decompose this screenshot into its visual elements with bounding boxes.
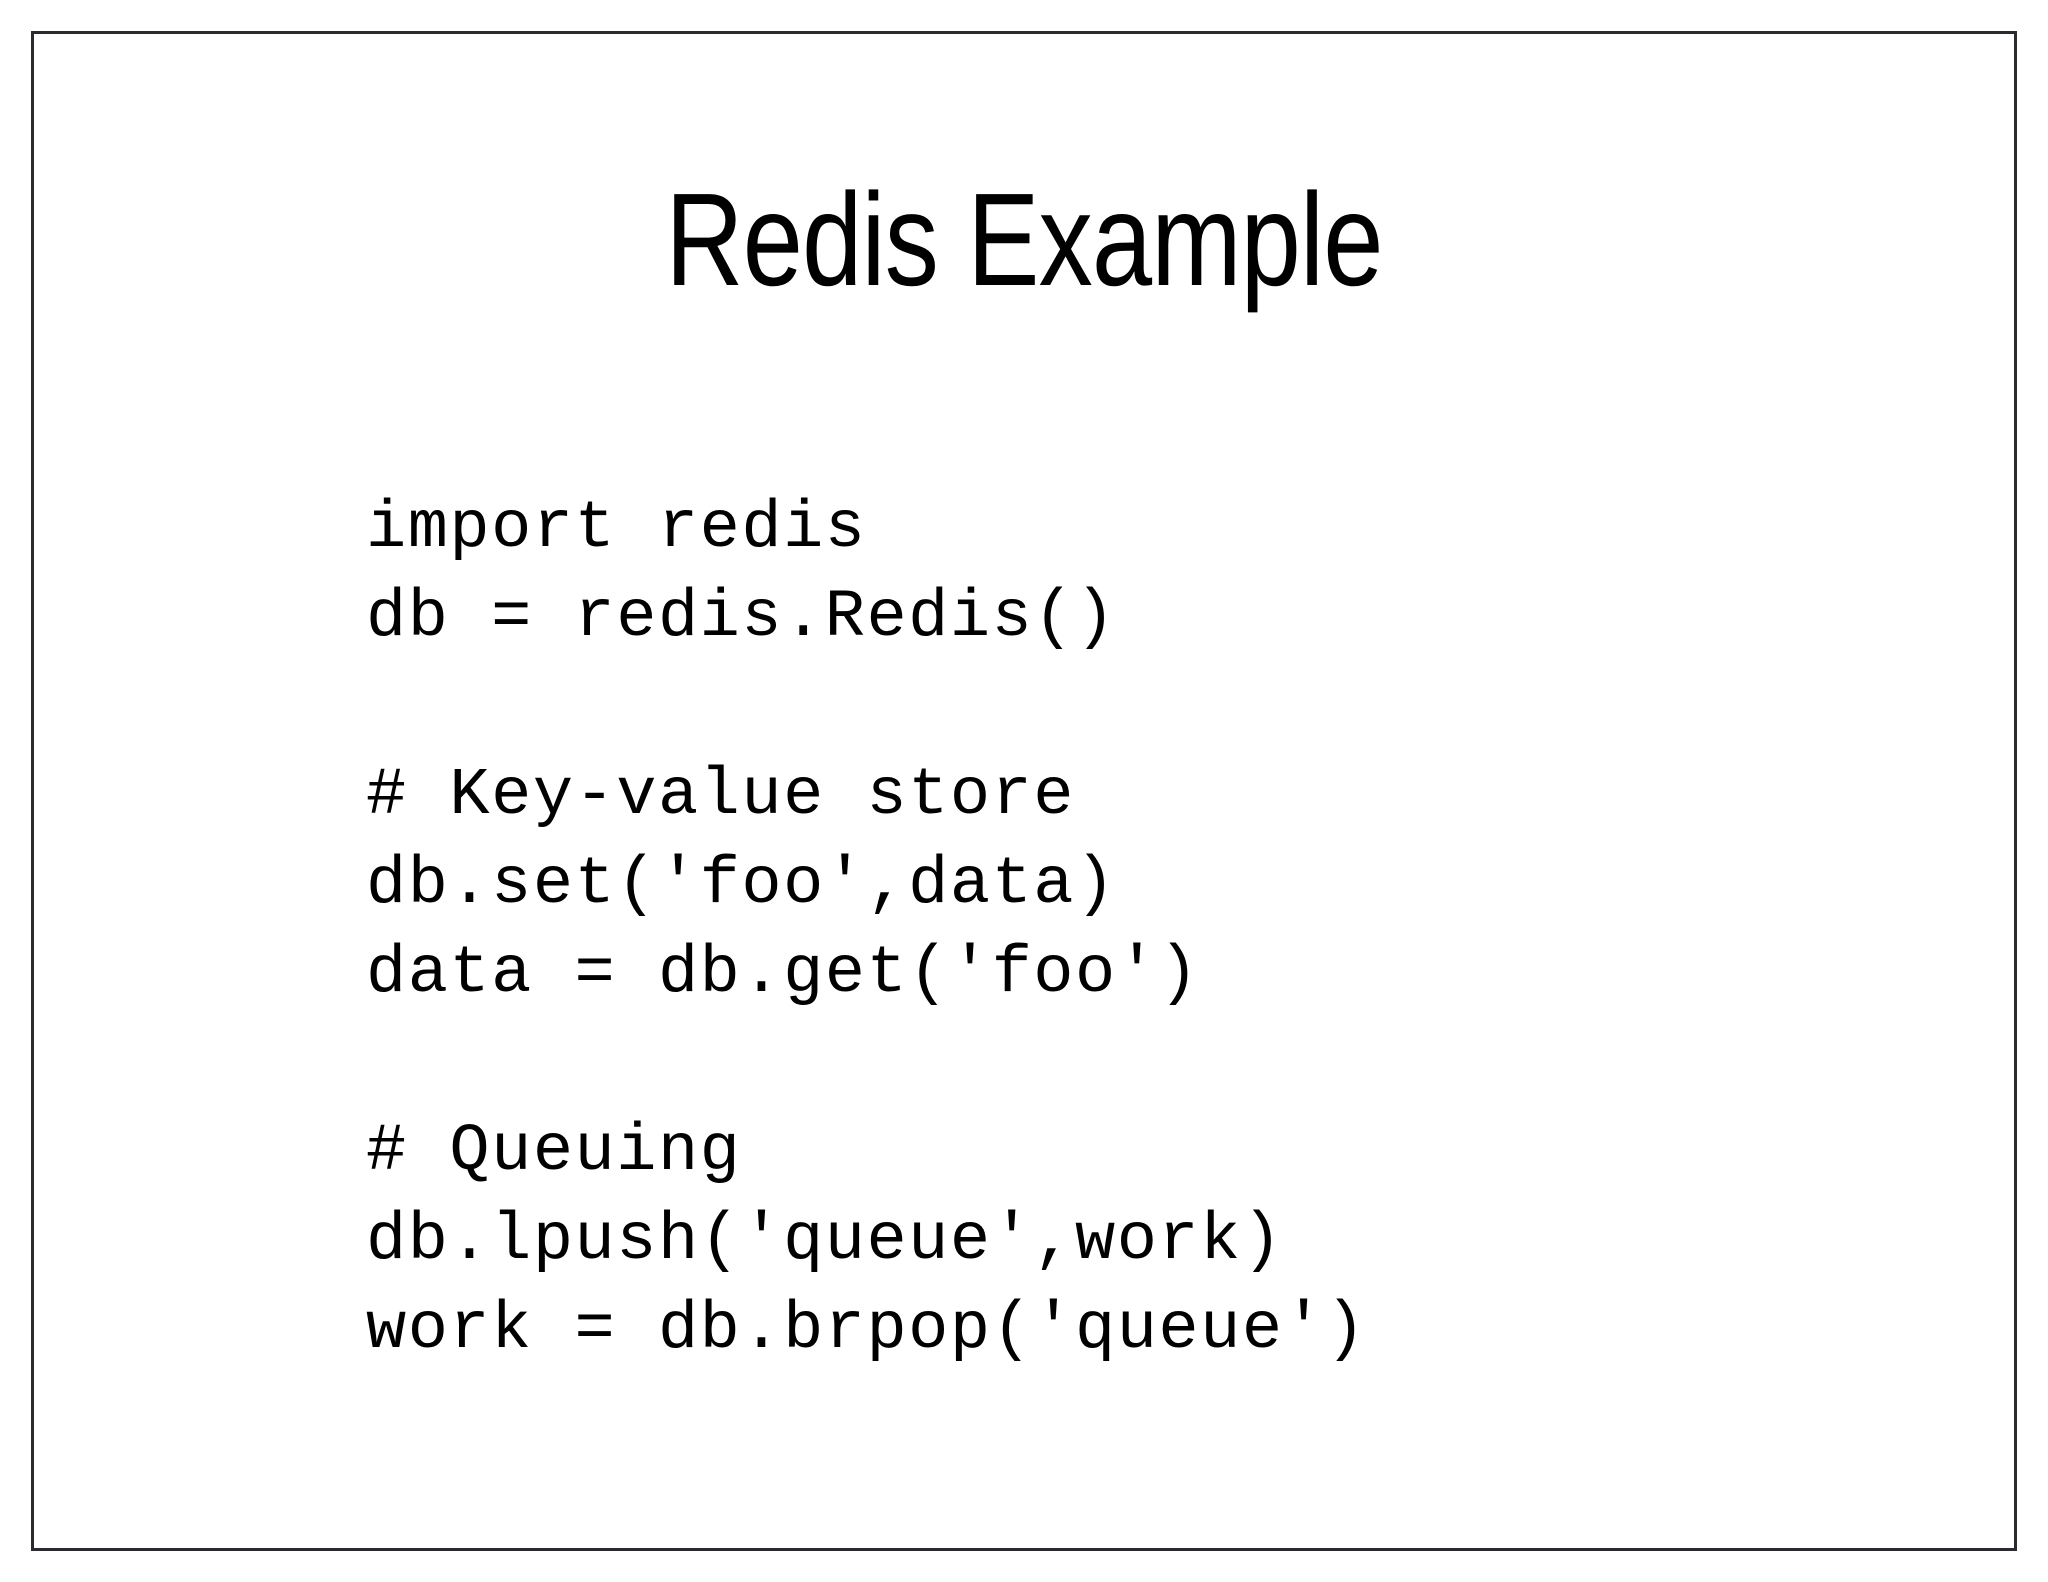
code-line: db = redis.Redis() <box>366 580 1117 656</box>
code-line-blank <box>366 663 1367 752</box>
code-block: import redis db = redis.Redis() # Key-valu… <box>366 485 1367 1375</box>
code-line: db.lpush('queue',work) <box>366 1203 1284 1279</box>
code-line-comment: # Key-value store <box>366 758 1076 834</box>
code-line: work = db.brpop('queue') <box>366 1292 1367 1368</box>
code-line: data = db.get('foo') <box>366 936 1201 1012</box>
code-line-comment: # Queuing <box>366 1114 742 1190</box>
page-title: Redis Example <box>665 166 1383 314</box>
code-line: db.set('foo',data) <box>366 847 1117 923</box>
code-line: import redis <box>366 491 867 567</box>
code-line-blank <box>366 1019 1367 1108</box>
